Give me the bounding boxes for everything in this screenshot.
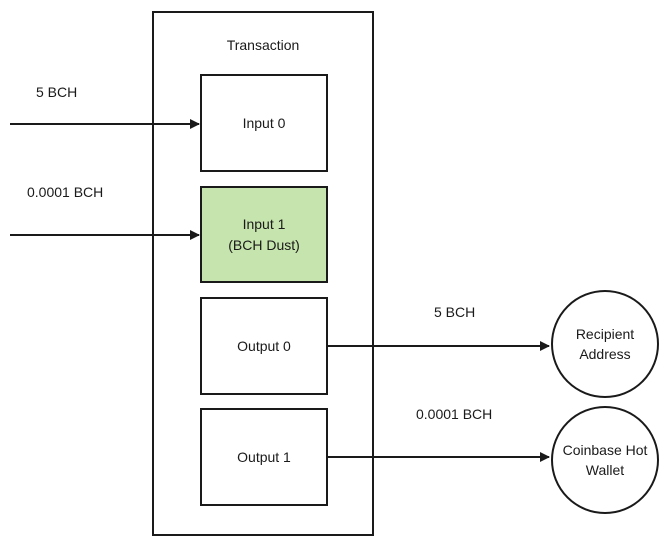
input-1-sublabel: (BCH Dust) (228, 236, 300, 253)
input-0-box: Input 0 (200, 74, 328, 172)
output-1-label: Output 1 (237, 448, 291, 465)
input-1-amount-label: 0.0001 BCH (27, 184, 104, 200)
recipient-address-node: Recipient Address (551, 290, 659, 398)
output-0-amount-label: 5 BCH (434, 304, 476, 320)
output-0-box: Output 0 (200, 297, 328, 395)
coinbase-hot-wallet-node: Coinbase Hot Wallet (551, 406, 659, 514)
coinbase-hot-wallet-line-1: Coinbase Hot (562, 441, 648, 458)
recipient-address-line-2: Address (579, 346, 631, 362)
recipient-address-line-1: Recipient (575, 325, 635, 342)
output-0-label: Output 0 (237, 337, 291, 354)
output-1-amount-label: 0.0001 BCH (416, 406, 493, 422)
input-1-label: Input 1 (242, 216, 286, 233)
input-0-amount-label: 5 BCH (36, 84, 78, 100)
output-1-box: Output 1 (200, 408, 328, 506)
input-0-label: Input 0 (242, 114, 286, 131)
transaction-container: Transaction (152, 11, 374, 536)
coinbase-hot-wallet-line-2: Wallet (585, 462, 625, 478)
input-1-box: Input 1 (BCH Dust) (200, 186, 328, 283)
transaction-title: Transaction (226, 37, 300, 53)
